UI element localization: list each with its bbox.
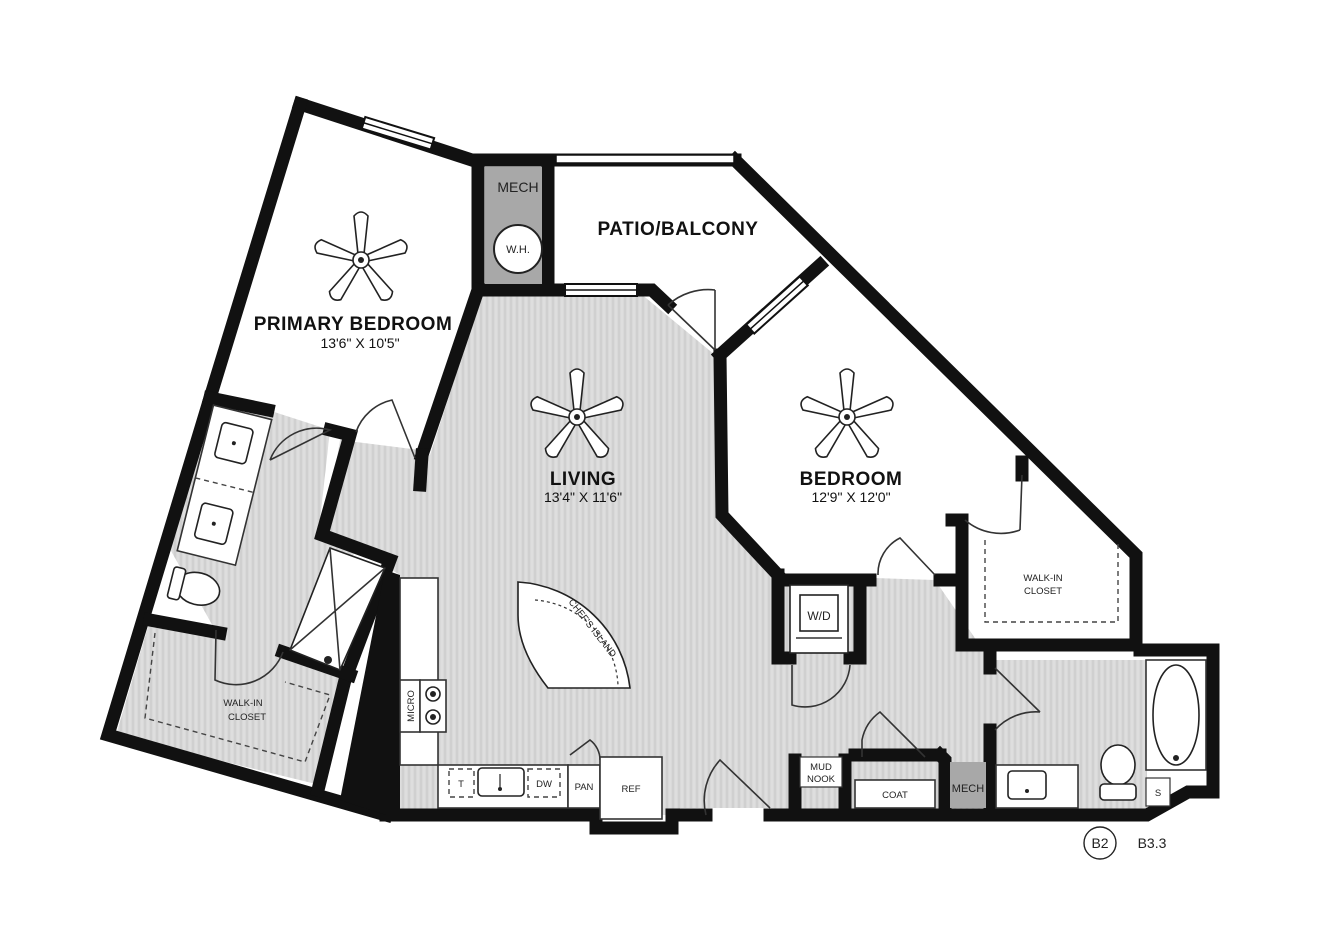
bedroom-name: BEDROOM [800, 469, 903, 490]
dishwasher-label: DW [536, 779, 552, 790]
kitchen-counter-left [399, 577, 439, 766]
primary-bath-floor [116, 398, 355, 785]
mud-nook [799, 756, 843, 788]
living-name: LIVING [550, 469, 616, 490]
closet-shelf-left [144, 632, 331, 763]
shelf-label: S [1155, 788, 1161, 799]
bath-sink-icon [1007, 770, 1047, 800]
patio-name: PATIO/BALCONY [598, 219, 759, 240]
plan-code: B3.3 [1138, 835, 1167, 851]
washer-dryer-label: W/D [807, 609, 831, 623]
walk-in-closet-left-line2: CLOSET [228, 712, 266, 723]
walk-in-closet-left-line1: WALK-IN [223, 698, 262, 709]
shelf [1145, 777, 1171, 807]
walls [99, 95, 1220, 835]
doors [214, 288, 1041, 816]
refrigerator-label: REF [622, 784, 641, 795]
wall-solid-shower [340, 570, 400, 815]
trash-cabinet [448, 768, 475, 798]
walk-in-closet-right-line1: WALK-IN [1023, 573, 1062, 584]
cooktop-icon [419, 679, 447, 733]
mech-closet-top [485, 167, 542, 207]
windows [360, 115, 810, 335]
mud-nook-line2: NOOK [807, 774, 836, 785]
bathtub-icon [1145, 659, 1207, 771]
mech-closet-bottom [950, 762, 986, 808]
ceiling-fan-icon [530, 368, 624, 458]
water-heater-label: W.H. [506, 244, 530, 256]
ceiling-fan-icon [314, 211, 408, 301]
living-dim: 13'4" X 11'6" [544, 489, 622, 505]
unit-code: B2 [1091, 835, 1108, 851]
coat-closet [854, 779, 936, 809]
unit-code-badge [1083, 826, 1117, 860]
micro-label: MICRO [406, 690, 417, 722]
pantry [567, 764, 601, 809]
closet-shelf-right [984, 540, 1119, 623]
living-floor [325, 293, 1147, 815]
mech-bottom-label: MECH [952, 783, 984, 795]
mech-top-label: MECH [497, 179, 538, 195]
water-heater-icon [493, 224, 543, 274]
walk-in-closet-right-line2: CLOSET [1024, 586, 1062, 597]
kitchen-sink-icon [477, 767, 525, 797]
trash-label: T [458, 779, 464, 790]
mud-nook-line1: MUD [810, 762, 832, 773]
dishwasher [527, 768, 561, 798]
primary-bedroom-dim: 13'6" X 10'5" [320, 335, 399, 351]
washer-dryer-icon [799, 594, 839, 632]
bedroom-dim: 12'9" X 12'0" [811, 489, 890, 505]
ceiling-fan-icon [800, 368, 894, 458]
floor-areas [116, 293, 1147, 815]
toilet-icon [1099, 744, 1137, 801]
primary-toilet-icon [166, 566, 221, 606]
refrigerator [599, 756, 663, 820]
coat-label: COAT [882, 790, 908, 801]
chefs-island: CHEF'S ISLAND [517, 581, 631, 689]
shower-icon [288, 546, 387, 672]
primary-vanity [176, 404, 273, 567]
pantry-label: PAN [575, 782, 594, 793]
primary-bedroom-name: PRIMARY BEDROOM [254, 314, 453, 335]
